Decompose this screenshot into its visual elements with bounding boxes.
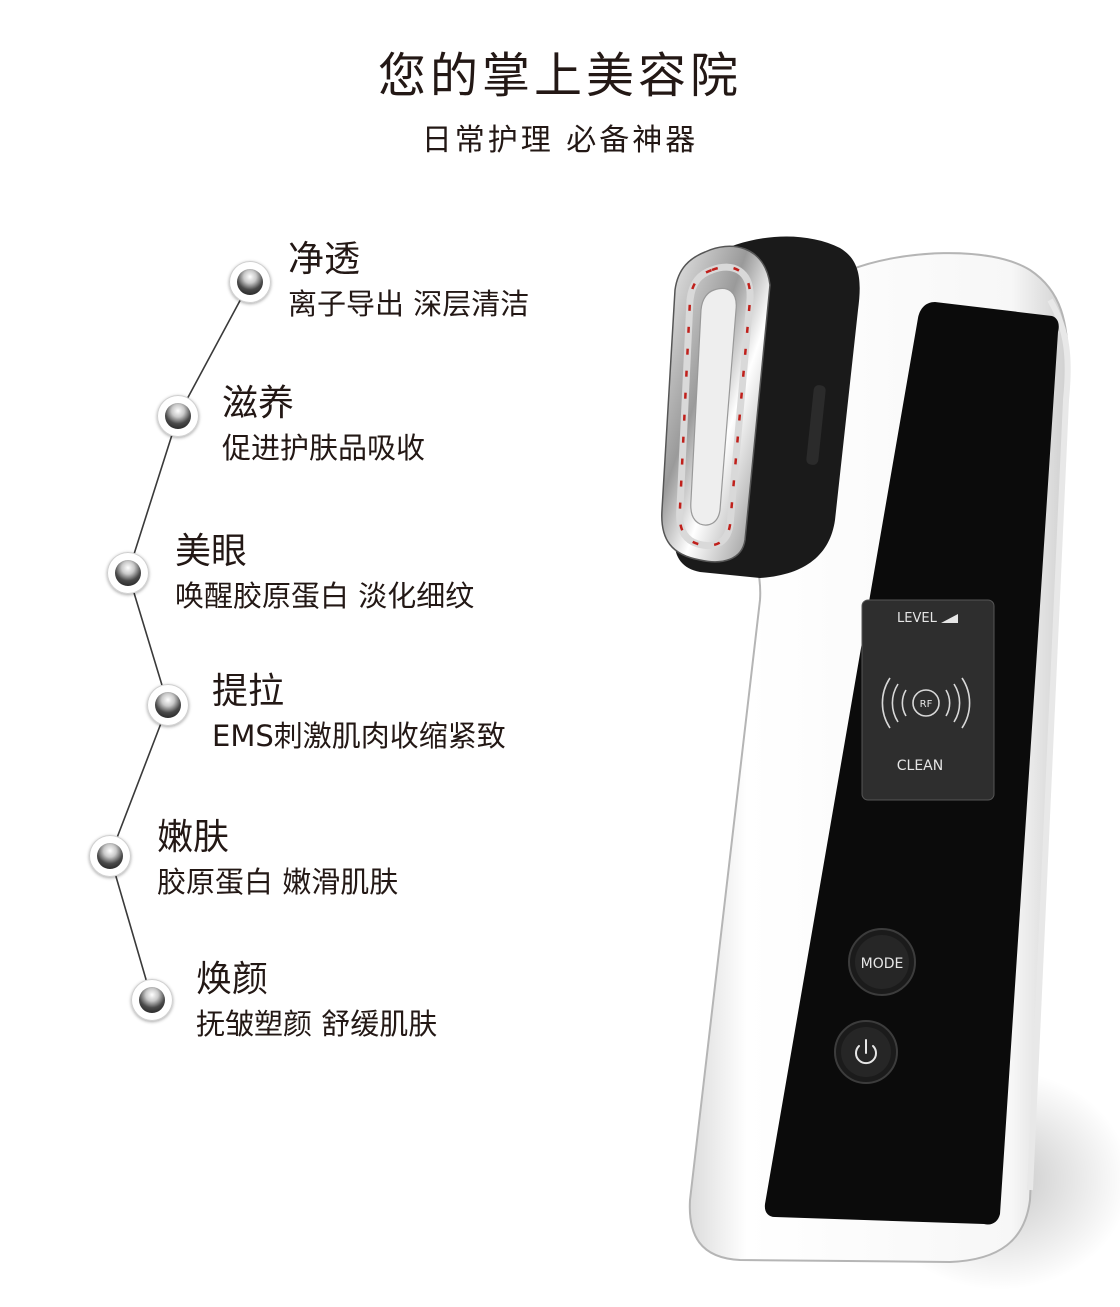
feature-title: 净透 <box>288 239 361 280</box>
feature-item-nenfu: 嫩肤 胶原蛋白 嫩滑肌肤 <box>157 816 398 902</box>
feature-desc: 抚皱塑颜 舒缓肌肤 <box>196 1007 438 1041</box>
screen-level-label: LEVEL <box>897 611 938 626</box>
power-button[interactable] <box>834 1020 898 1084</box>
screen-mode-label: CLEAN <box>897 758 943 774</box>
bullet-dot-icon <box>229 261 271 303</box>
feature-title: 焕颜 <box>196 959 269 1000</box>
feature-title: 美眼 <box>175 531 248 572</box>
rf-waves-icon <box>881 677 971 729</box>
feature-desc: 离子导出 深层清洁 <box>288 287 530 321</box>
mode-button-label: MODE <box>861 956 904 972</box>
bullet-dot-icon <box>89 835 131 877</box>
feature-title: 提拉 <box>212 671 285 712</box>
mode-button[interactable]: MODE <box>848 928 916 996</box>
feature-connector-line <box>109 281 251 1001</box>
bullet-dot-icon <box>157 395 199 437</box>
feature-item-ziyang: 滋养 促进护肤品吸收 <box>222 382 425 468</box>
feature-item-huanyan: 焕颜 抚皱塑颜 舒缓肌肤 <box>196 958 437 1044</box>
bullet-dot-icon <box>107 552 149 594</box>
level-bar-icon <box>941 614 958 623</box>
feature-title: 滋养 <box>222 383 295 424</box>
page-subtitle: 日常护理 必备神器 <box>421 123 699 158</box>
feature-desc: 促进护肤品吸收 <box>222 431 426 465</box>
feature-title: 嫩肤 <box>157 817 230 858</box>
power-icon <box>855 1039 877 1065</box>
feature-item-jingtou: 净透 离子导出 深层清洁 <box>288 238 529 324</box>
beauty-device-image: LEVEL RF CLEAN MODE <box>661 236 1120 1290</box>
screen-rf-label: RF <box>920 699 933 710</box>
feature-item-meiyan: 美眼 唤醒胶原蛋白 淡化细纹 <box>175 530 474 616</box>
feature-item-tila: 提拉 EMS刺激肌肉收缩紧致 <box>212 670 506 756</box>
bullet-dot-icon <box>131 979 173 1021</box>
feature-desc: 胶原蛋白 嫩滑肌肤 <box>157 865 399 899</box>
bullet-dot-icon <box>147 684 189 726</box>
feature-desc: EMS刺激肌肉收缩紧致 <box>212 719 506 753</box>
page-title: 您的掌上美容院 <box>377 48 742 104</box>
feature-desc: 唤醒胶原蛋白 淡化细纹 <box>175 579 475 613</box>
